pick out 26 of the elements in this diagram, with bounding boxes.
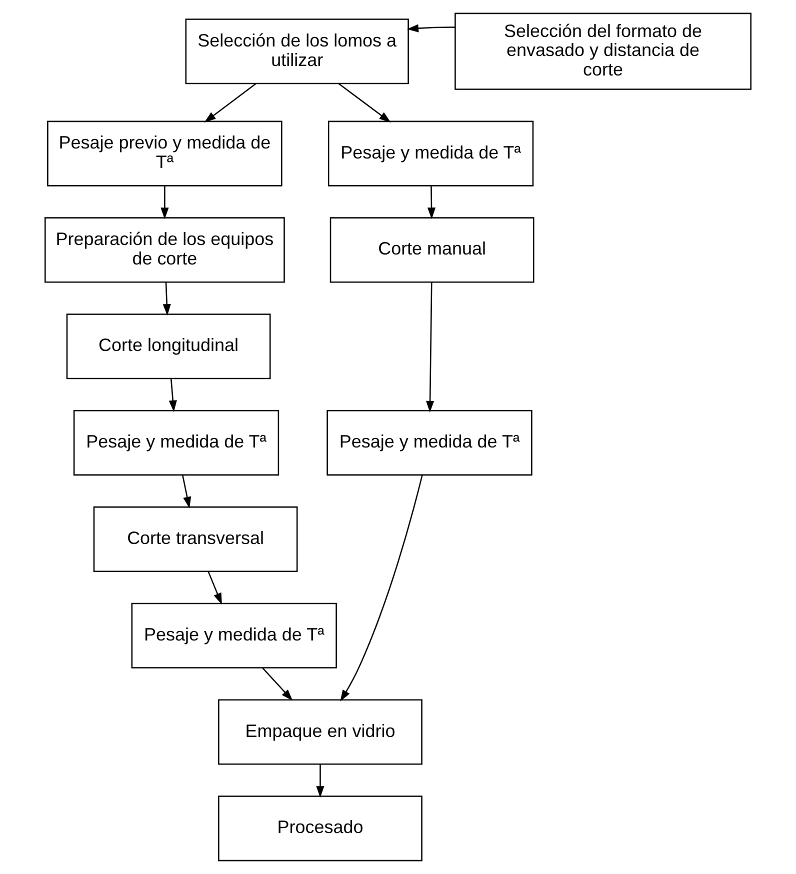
node-box: Pesaje y medida de Tª (73, 410, 280, 476)
arrow (162, 282, 171, 316)
arrow (340, 474, 423, 702)
arrow (204, 83, 256, 122)
arrow (338, 83, 391, 122)
node-box: Preparación de los equipos de corte (44, 217, 285, 283)
arrow (316, 764, 324, 798)
node-box: Corte longitudinal (66, 314, 271, 380)
arrow (160, 186, 169, 220)
arrow (262, 668, 293, 701)
node-box: Pesaje y medida de Tª (326, 410, 532, 476)
node-box: Pesaje y medida de Tª (131, 602, 337, 668)
arrow (168, 378, 177, 412)
node-box: Corte manual (330, 217, 534, 283)
node-box: Empaque en vidrio (218, 699, 422, 765)
arrow (427, 186, 436, 220)
arrow (182, 475, 192, 508)
arrow (406, 24, 456, 32)
node-box: Procesado (218, 796, 422, 862)
node-box: Selección de los lomos a utilizar (185, 18, 409, 84)
arrow (426, 282, 434, 412)
arrow (208, 571, 222, 605)
node-box: Pesaje y medida de Tª (328, 120, 534, 186)
node-box: Pesaje previo y medida de Tª (47, 120, 282, 186)
node-box: Corte transversal (93, 506, 298, 572)
node-box: Selección del formato de envasado y distancia de corte (454, 12, 752, 90)
